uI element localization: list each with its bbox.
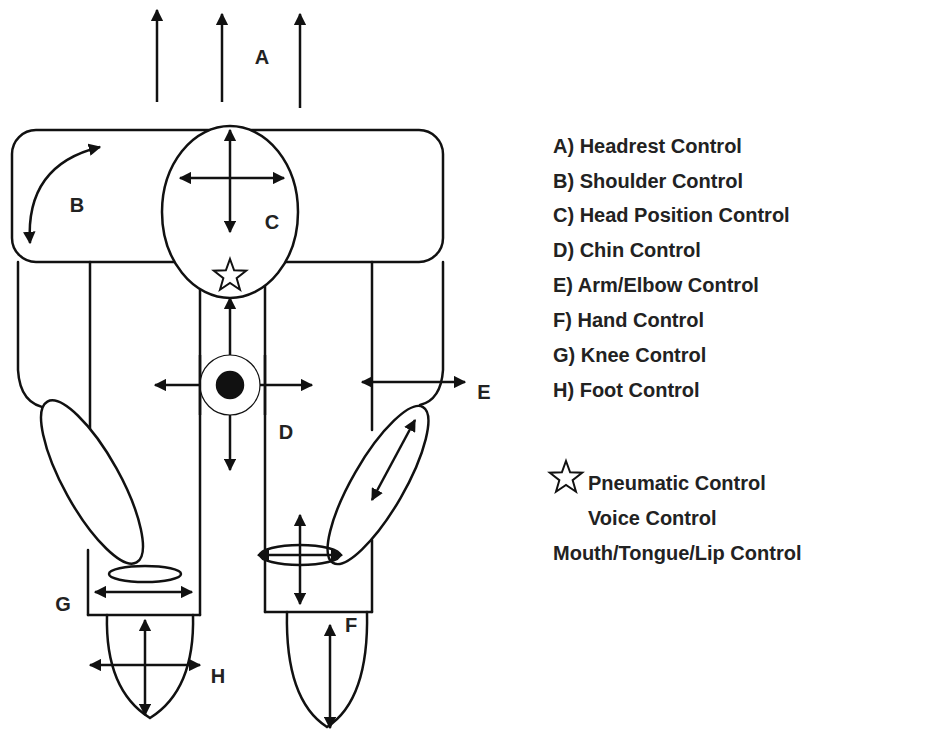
foot-arrow <box>90 664 145 667</box>
legend-star <box>550 461 582 492</box>
legend-text: F) Hand Control <box>553 309 704 331</box>
head <box>162 126 298 298</box>
chin-ring <box>200 355 260 415</box>
left-leg <box>199 262 202 615</box>
legend-text: C) Head Position Control <box>553 204 790 226</box>
knee-arrow <box>95 591 192 594</box>
callout-letter: A <box>253 46 271 68</box>
legend-text: E) Arm/Elbow Control <box>553 274 759 296</box>
callout-letter: D <box>277 421 295 443</box>
headrest-arrow <box>299 14 302 108</box>
head-arrow <box>180 177 230 180</box>
left-leg <box>87 550 90 615</box>
head-arrow <box>230 177 284 180</box>
callout-letter: B <box>68 194 86 216</box>
left-leg <box>88 614 200 617</box>
head-arrow <box>229 130 232 178</box>
headrest-arrow <box>221 14 224 102</box>
headrest-arrow <box>156 10 159 102</box>
legend-text: A) Headrest Control <box>553 135 742 157</box>
legend-text: G) Knee Control <box>553 344 706 366</box>
knee-pad <box>109 566 181 582</box>
right-arm <box>371 262 374 430</box>
callout-letter: F <box>343 614 359 636</box>
right-leg <box>264 355 267 415</box>
legend-text: B) Shoulder Control <box>553 170 743 192</box>
right-leg <box>371 540 374 612</box>
left-forearm <box>23 388 161 576</box>
elbow-arrow <box>362 381 465 384</box>
head-arrow <box>229 178 232 232</box>
legend-text: Voice Control <box>588 507 717 529</box>
left-foot <box>107 615 193 718</box>
foot-arrow <box>329 625 332 728</box>
foot-arrow <box>144 665 147 715</box>
chin-knob <box>217 372 243 398</box>
legend-text: Mouth/Tongue/Lip Control <box>553 542 801 564</box>
legend-text: D) Chin Control <box>553 239 701 261</box>
hand-arrow <box>299 515 302 604</box>
callout-letter: H <box>209 665 227 687</box>
right-foot <box>287 612 367 727</box>
right-leg <box>265 611 372 614</box>
shoulder-arrow <box>30 147 100 243</box>
legend-text: Pneumatic Control <box>588 472 766 494</box>
hand-pad <box>260 545 340 565</box>
pneumatic-star <box>214 259 246 290</box>
legend-text: H) Foot Control <box>553 379 700 401</box>
left-leg <box>199 355 202 415</box>
right-arm <box>420 262 443 405</box>
callout-letter: C <box>263 211 281 233</box>
forearm-arrow <box>372 420 415 500</box>
foot-arrow <box>145 664 200 667</box>
callout-letter: E <box>475 381 492 403</box>
foot-arrow <box>144 620 147 665</box>
hand-arrow <box>258 554 342 557</box>
callout-letter: G <box>53 593 73 615</box>
left-arm <box>18 262 48 408</box>
left-arm <box>89 262 92 440</box>
